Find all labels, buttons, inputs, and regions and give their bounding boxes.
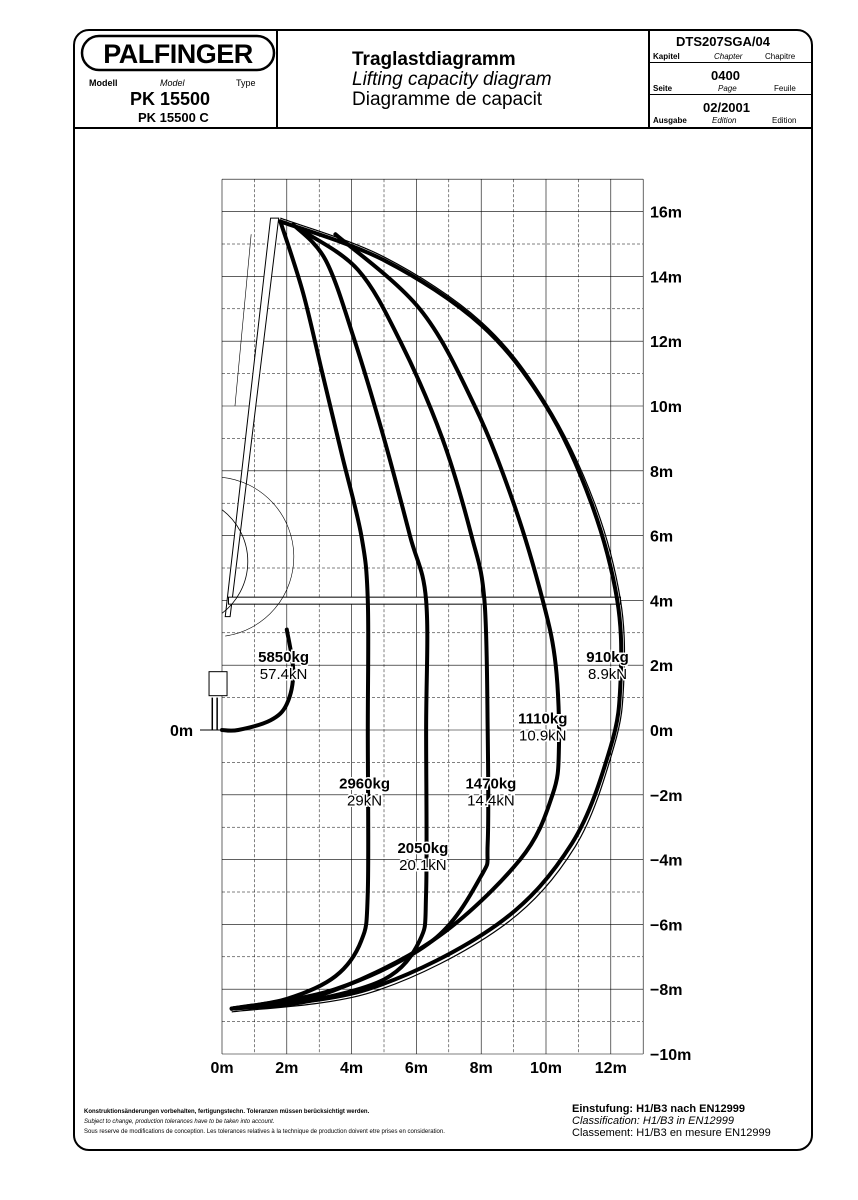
header-rule-chapter [649, 62, 812, 63]
disclaimer-en: Subject to change, production tolerances… [84, 1119, 275, 1125]
svg-text:PALFINGER: PALFINGER [103, 39, 253, 69]
edition-label-de: Ausgabe [653, 116, 687, 125]
header-bottom-rule [74, 127, 812, 129]
capacity-curve-6 [229, 219, 624, 1011]
y-tick-label: −8m [650, 982, 682, 999]
capacity-label-kn: 8.9kN [588, 666, 627, 683]
capacity-label-kn: 10.9kN [519, 728, 567, 745]
edition-value: 02/2001 [703, 100, 750, 115]
y-tick-label: 0m [650, 723, 673, 740]
y-tick-label: −2m [650, 788, 682, 805]
y-tick-label-left: 0m [170, 723, 193, 740]
title-fr: Diagramme de capacit [352, 89, 543, 110]
y-tick-label: 10m [650, 399, 682, 416]
header-divider-left [276, 30, 278, 128]
x-tick-label: 10m [530, 1060, 562, 1077]
doc-code: DTS207SGA/04 [676, 34, 770, 49]
capacity-curve-5 [229, 232, 562, 1011]
chapter-label-en: Chapter [714, 52, 743, 61]
capacity-label-kg: 2960kg [339, 775, 390, 792]
capacity-curves [220, 217, 626, 1013]
y-tick-label: −4m [650, 853, 682, 870]
title-en: Lifting capacity diagram [352, 69, 552, 90]
grid-major [221, 178, 644, 1055]
edition-label-fr: Edition [772, 116, 797, 125]
y-tick-label: −6m [650, 917, 682, 934]
capacity-label-kg: 5850kg [258, 649, 309, 666]
page-label-en: Page [718, 84, 737, 93]
grid-minor [222, 179, 644, 1054]
page-label-de: Seite [653, 84, 673, 93]
header-rule-page [649, 94, 812, 95]
y-tick-label: 12m [650, 334, 682, 351]
y-tick-label: 2m [650, 658, 673, 675]
disclaimer-de: Konstruktionsänderungen vorbehalten, fer… [84, 1109, 370, 1115]
palfinger-logo: PALFINGER [80, 34, 276, 72]
y-tick-label: −10m [650, 1047, 691, 1064]
capacity-label-kn: 14.4kN [467, 792, 515, 809]
edition-label-en: Edition [712, 116, 737, 125]
model-main: PK 15500 [130, 89, 211, 109]
y-tick-label: 4m [650, 593, 673, 610]
disclaimer-fr: Sous reserve de modifications de concept… [84, 1129, 445, 1135]
classification-fr: Classement: H1/B3 en mesure EN12999 [572, 1127, 771, 1139]
reach-boundary-curve [231, 217, 626, 1013]
x-tick-label: 6m [405, 1060, 428, 1077]
crane-base [208, 671, 228, 697]
page-value: 0400 [711, 68, 740, 83]
y-tick-label: 8m [650, 464, 673, 481]
chapter-label-de: Kapitel [653, 52, 680, 61]
slewing-arc [221, 509, 249, 614]
capacity-label-kn: 20.1kN [399, 857, 447, 874]
model-variant: PK 15500 C [138, 110, 209, 125]
model-label-fr: Type [236, 78, 256, 88]
capacity-label-kg: 1470kg [465, 775, 516, 792]
y-tick-label: 14m [650, 269, 682, 286]
x-tick-label: 12m [595, 1060, 627, 1077]
capacity-label-kg: 2050kg [397, 840, 448, 857]
x-tick-label: 4m [340, 1060, 363, 1077]
header-divider-right [648, 30, 650, 128]
capacity-label-kn: 57.4kN [260, 666, 308, 683]
page-label-fr: Feuile [774, 84, 796, 93]
x-tick-label: 0m [210, 1060, 233, 1077]
slewing-arc-outer [221, 476, 295, 637]
capacity-label-kn: 29kN [347, 792, 382, 809]
capacity-curve-1 [220, 627, 296, 733]
chapter-label-fr: Chapitre [765, 52, 796, 61]
model-label-en: Model [160, 78, 185, 88]
crane-boom-vertical [224, 217, 280, 618]
classification-en: Classification: H1/B3 in EN12999 [572, 1115, 735, 1127]
capacity-label-kg: 910kg [586, 649, 629, 666]
document-frame [73, 29, 813, 1151]
capacity-curve-2 [229, 219, 371, 1011]
model-label-de: Modell [89, 78, 118, 88]
title-de: Traglastdiagramm [352, 49, 516, 70]
classification-de: Einstufung: H1/B3 nach EN12999 [572, 1103, 745, 1115]
x-tick-labels: 0m 2m 4m 6m 8m 10m 12m [210, 1060, 626, 1077]
y-tick-label: 6m [650, 529, 673, 546]
y-tick-label: 16m [650, 205, 682, 222]
crane-boom-detail [234, 234, 252, 407]
y-tick-labels: 16m 14m 12m 10m 8m 6m 4m 2m 0m −2m −4m −6m −8m −10m 0m [170, 205, 691, 1064]
capacity-curve-3 [229, 222, 430, 1011]
x-tick-label: 2m [275, 1060, 298, 1077]
x-tick-label: 8m [470, 1060, 493, 1077]
capacity-label-kg: 1110kg [518, 711, 567, 728]
